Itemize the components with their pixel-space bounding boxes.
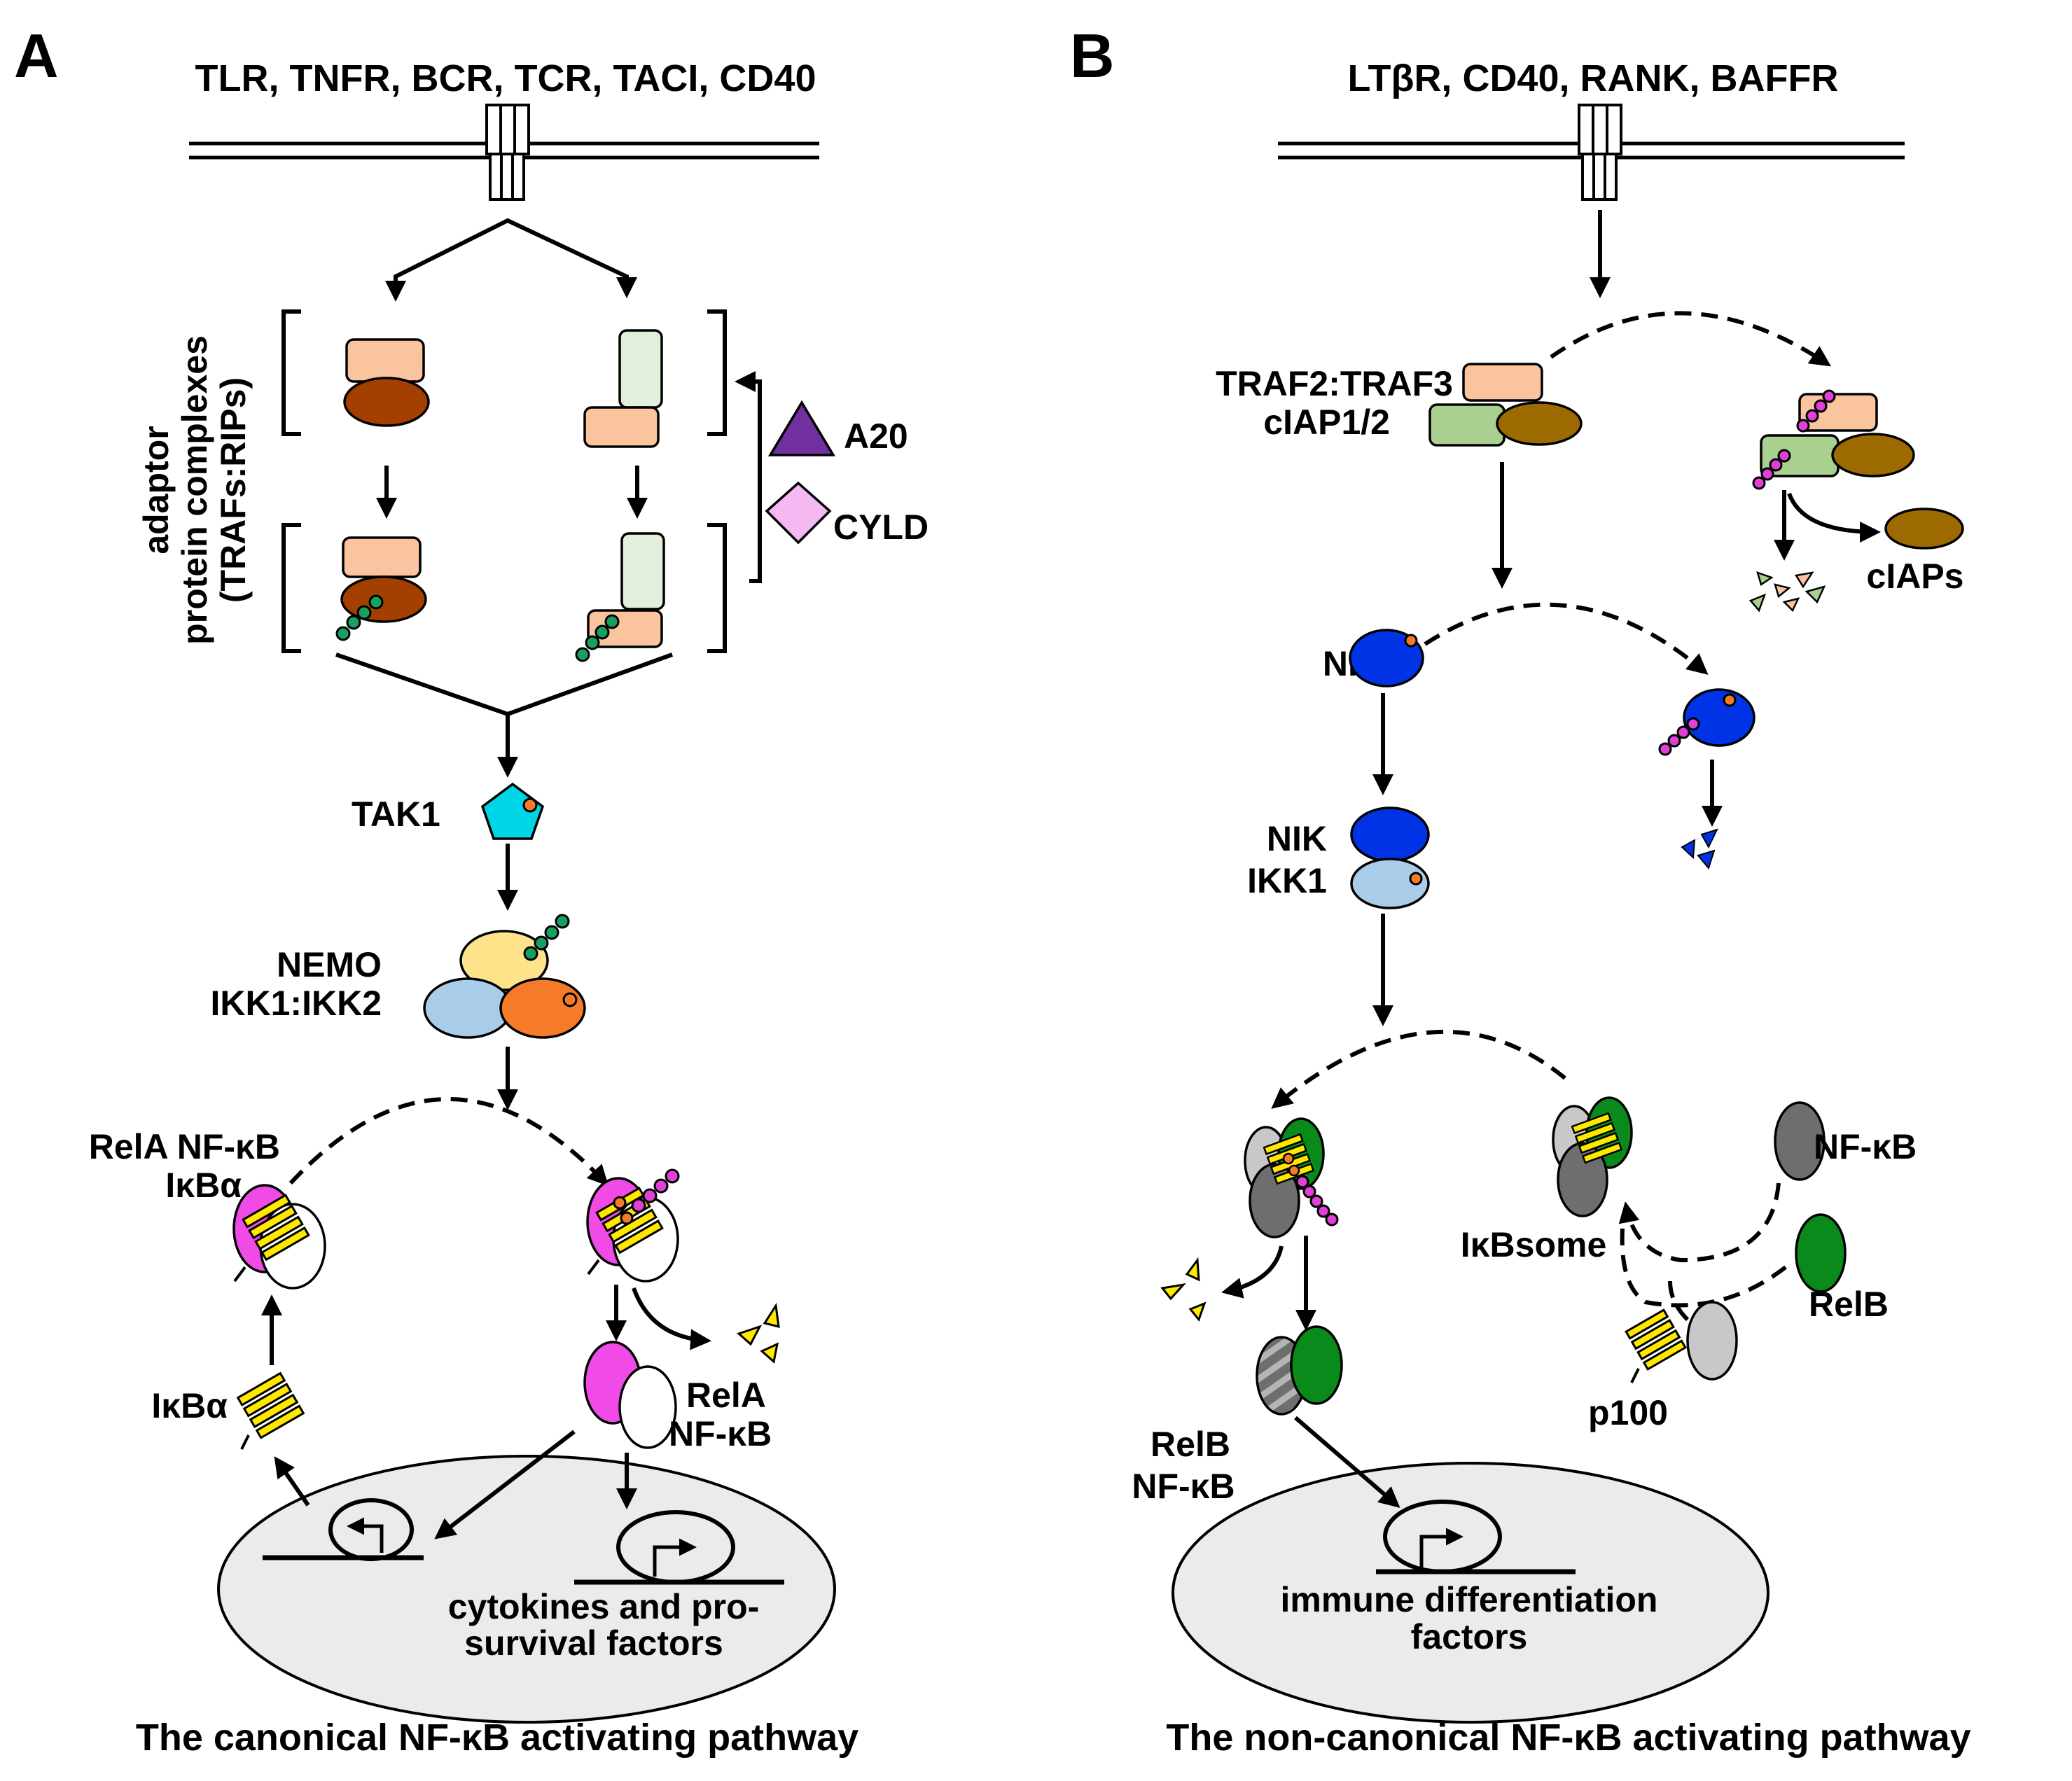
target-label-2: survival factors <box>464 1623 723 1663</box>
ciap-ubiquitination-arc <box>1550 311 1831 367</box>
ikk-label: IKK1:IKK2 <box>211 984 382 1023</box>
panel-a-receptors: TLR, TNFR, BCR, TCR, TACI, CD40 <box>195 57 816 99</box>
nik-fragments-icon <box>1681 828 1718 870</box>
ikba-export-arrow <box>274 1456 310 1507</box>
cyld-label: CYLD <box>833 508 929 547</box>
tak1-icon <box>480 782 545 840</box>
free-rela-nfkb-icon <box>583 1341 677 1449</box>
ikbsome-label: IκBsome <box>1461 1225 1607 1264</box>
svg-text:(TRAFs:RIPs): (TRAFs:RIPs) <box>214 377 253 603</box>
p100-fragments-icon <box>1160 1257 1207 1322</box>
relb-label: RelB <box>1809 1285 1889 1324</box>
free-ciap-icon <box>1884 508 1964 550</box>
caption-b: The non-canonical NF-κB activating pathw… <box>1166 1717 1970 1759</box>
nucleus-b <box>1171 1462 1769 1724</box>
nik-ubiquitinated-icon <box>1658 688 1755 756</box>
gene-promoter-ikba <box>263 1498 424 1561</box>
assembly-arc-3 <box>1668 1280 1690 1322</box>
panel-b: B LTβR, CD40, RANK, BAFFR TRAF2:TRAF3 cI… <box>1070 21 1971 1759</box>
svg-text:protein complexes: protein complexes <box>175 335 214 645</box>
relb-icon <box>1795 1213 1847 1293</box>
ikba-label: IκBα <box>151 1386 228 1425</box>
nucleus-a <box>217 1455 836 1724</box>
ciaps-label: cIAPs <box>1867 557 1964 596</box>
ubiquitinated-complex-right <box>575 532 665 662</box>
traf-label-1: TRAF2:TRAF3 <box>1216 364 1453 403</box>
assembly-arc-2 <box>1620 1217 1787 1308</box>
relb-nfkb-label-1: RelB <box>1150 1425 1230 1464</box>
gene-promoter-immune <box>1376 1500 1576 1574</box>
ubiquitinated-complex-left <box>335 536 427 641</box>
nfkb-label: NF-κB <box>1814 1127 1917 1166</box>
phosphorylation-arc <box>288 1097 609 1187</box>
svg-text:adaptor: adaptor <box>137 426 176 554</box>
panel-a-letter: A <box>14 21 59 90</box>
rela-label-1: RelA <box>686 1376 766 1415</box>
traf-rip-complex <box>343 338 430 427</box>
traf-rip-complex-2 <box>583 329 663 448</box>
a20-group: A20 <box>767 400 908 456</box>
nik-icon <box>1349 629 1424 687</box>
rela-ikba-label-1: RelA NF-κB <box>89 1127 280 1166</box>
traf-ciap-complex <box>1428 363 1583 447</box>
merge-lines <box>335 652 674 717</box>
relb-nfkb-label-2: NF-κB <box>1132 1467 1235 1506</box>
target-b-label-2: factors <box>1411 1617 1528 1656</box>
nfkb-icon <box>1774 1101 1826 1181</box>
ikbsome-processing-arc <box>1271 1029 1566 1109</box>
panel-a-receptor-icon <box>485 104 530 201</box>
traf-fragments-icon <box>1748 571 1826 613</box>
panel-a-split-arrows <box>385 218 637 302</box>
p100-icon <box>1625 1301 1738 1383</box>
cyld-group: CYLD <box>765 481 929 547</box>
panel-b-letter: B <box>1070 21 1115 90</box>
traf-label-2: cIAP1/2 <box>1263 403 1390 442</box>
cyld-icon <box>765 481 832 545</box>
a20-label: A20 <box>844 417 908 456</box>
tak1-label: TAK1 <box>352 795 440 834</box>
panel-b-receptor-icon <box>1578 104 1622 201</box>
gene-promoter-cytokines <box>574 1510 784 1585</box>
nik-ikk1-complex-icon <box>1350 806 1430 909</box>
rela-ikba-label-2: IκBα <box>165 1166 242 1205</box>
ikbsome-complex <box>1552 1096 1633 1217</box>
target-label-1: cytokines and pro- <box>448 1587 760 1626</box>
rela-ikba-complex-left <box>232 1184 326 1290</box>
p100-degradation-arrow <box>1221 1245 1284 1299</box>
assembly-arc-1 <box>1618 1182 1781 1263</box>
ciap-release-arrow <box>1787 492 1881 543</box>
ikba-fragments-icon <box>737 1302 780 1364</box>
adaptor-brackets <box>281 309 762 653</box>
rela-label-2: NF-κB <box>669 1414 772 1453</box>
caption-a: The canonical NF-κB activating pathway <box>136 1717 858 1759</box>
p100-label: p100 <box>1588 1393 1668 1432</box>
ubiquitinated-traf-complex <box>1752 389 1915 490</box>
nik-ikk-label-1: NIK <box>1267 819 1327 858</box>
degradation-arrow-a <box>632 1287 711 1350</box>
a20-icon <box>767 400 836 456</box>
adaptor-label: adaptor protein complexes (TRAFs:RIPs) <box>137 335 253 645</box>
nemo-label: NEMO <box>277 945 382 984</box>
nuclear-entry-arrow <box>1294 1416 1400 1508</box>
ikk-complex-icon <box>423 914 586 1039</box>
relb-nfkb-dimer-icon <box>1256 1325 1343 1416</box>
panel-a: A TLR, TNFR, BCR, TCR, TACI, CD40 adapto… <box>14 21 929 1759</box>
panel-b-receptors: LTβR, CD40, RANK, BAFFR <box>1348 57 1839 99</box>
ikba-free-icon <box>236 1371 305 1439</box>
target-b-label-1: immune differentiation <box>1281 1580 1658 1619</box>
ikba-gene-arrow <box>434 1430 576 1539</box>
nik-ikk-label-2: IKK1 <box>1247 861 1327 900</box>
nik-degradation-arc <box>1424 602 1709 675</box>
rela-ikba-complex-right <box>586 1168 680 1283</box>
processing-complex-left <box>1244 1117 1339 1238</box>
